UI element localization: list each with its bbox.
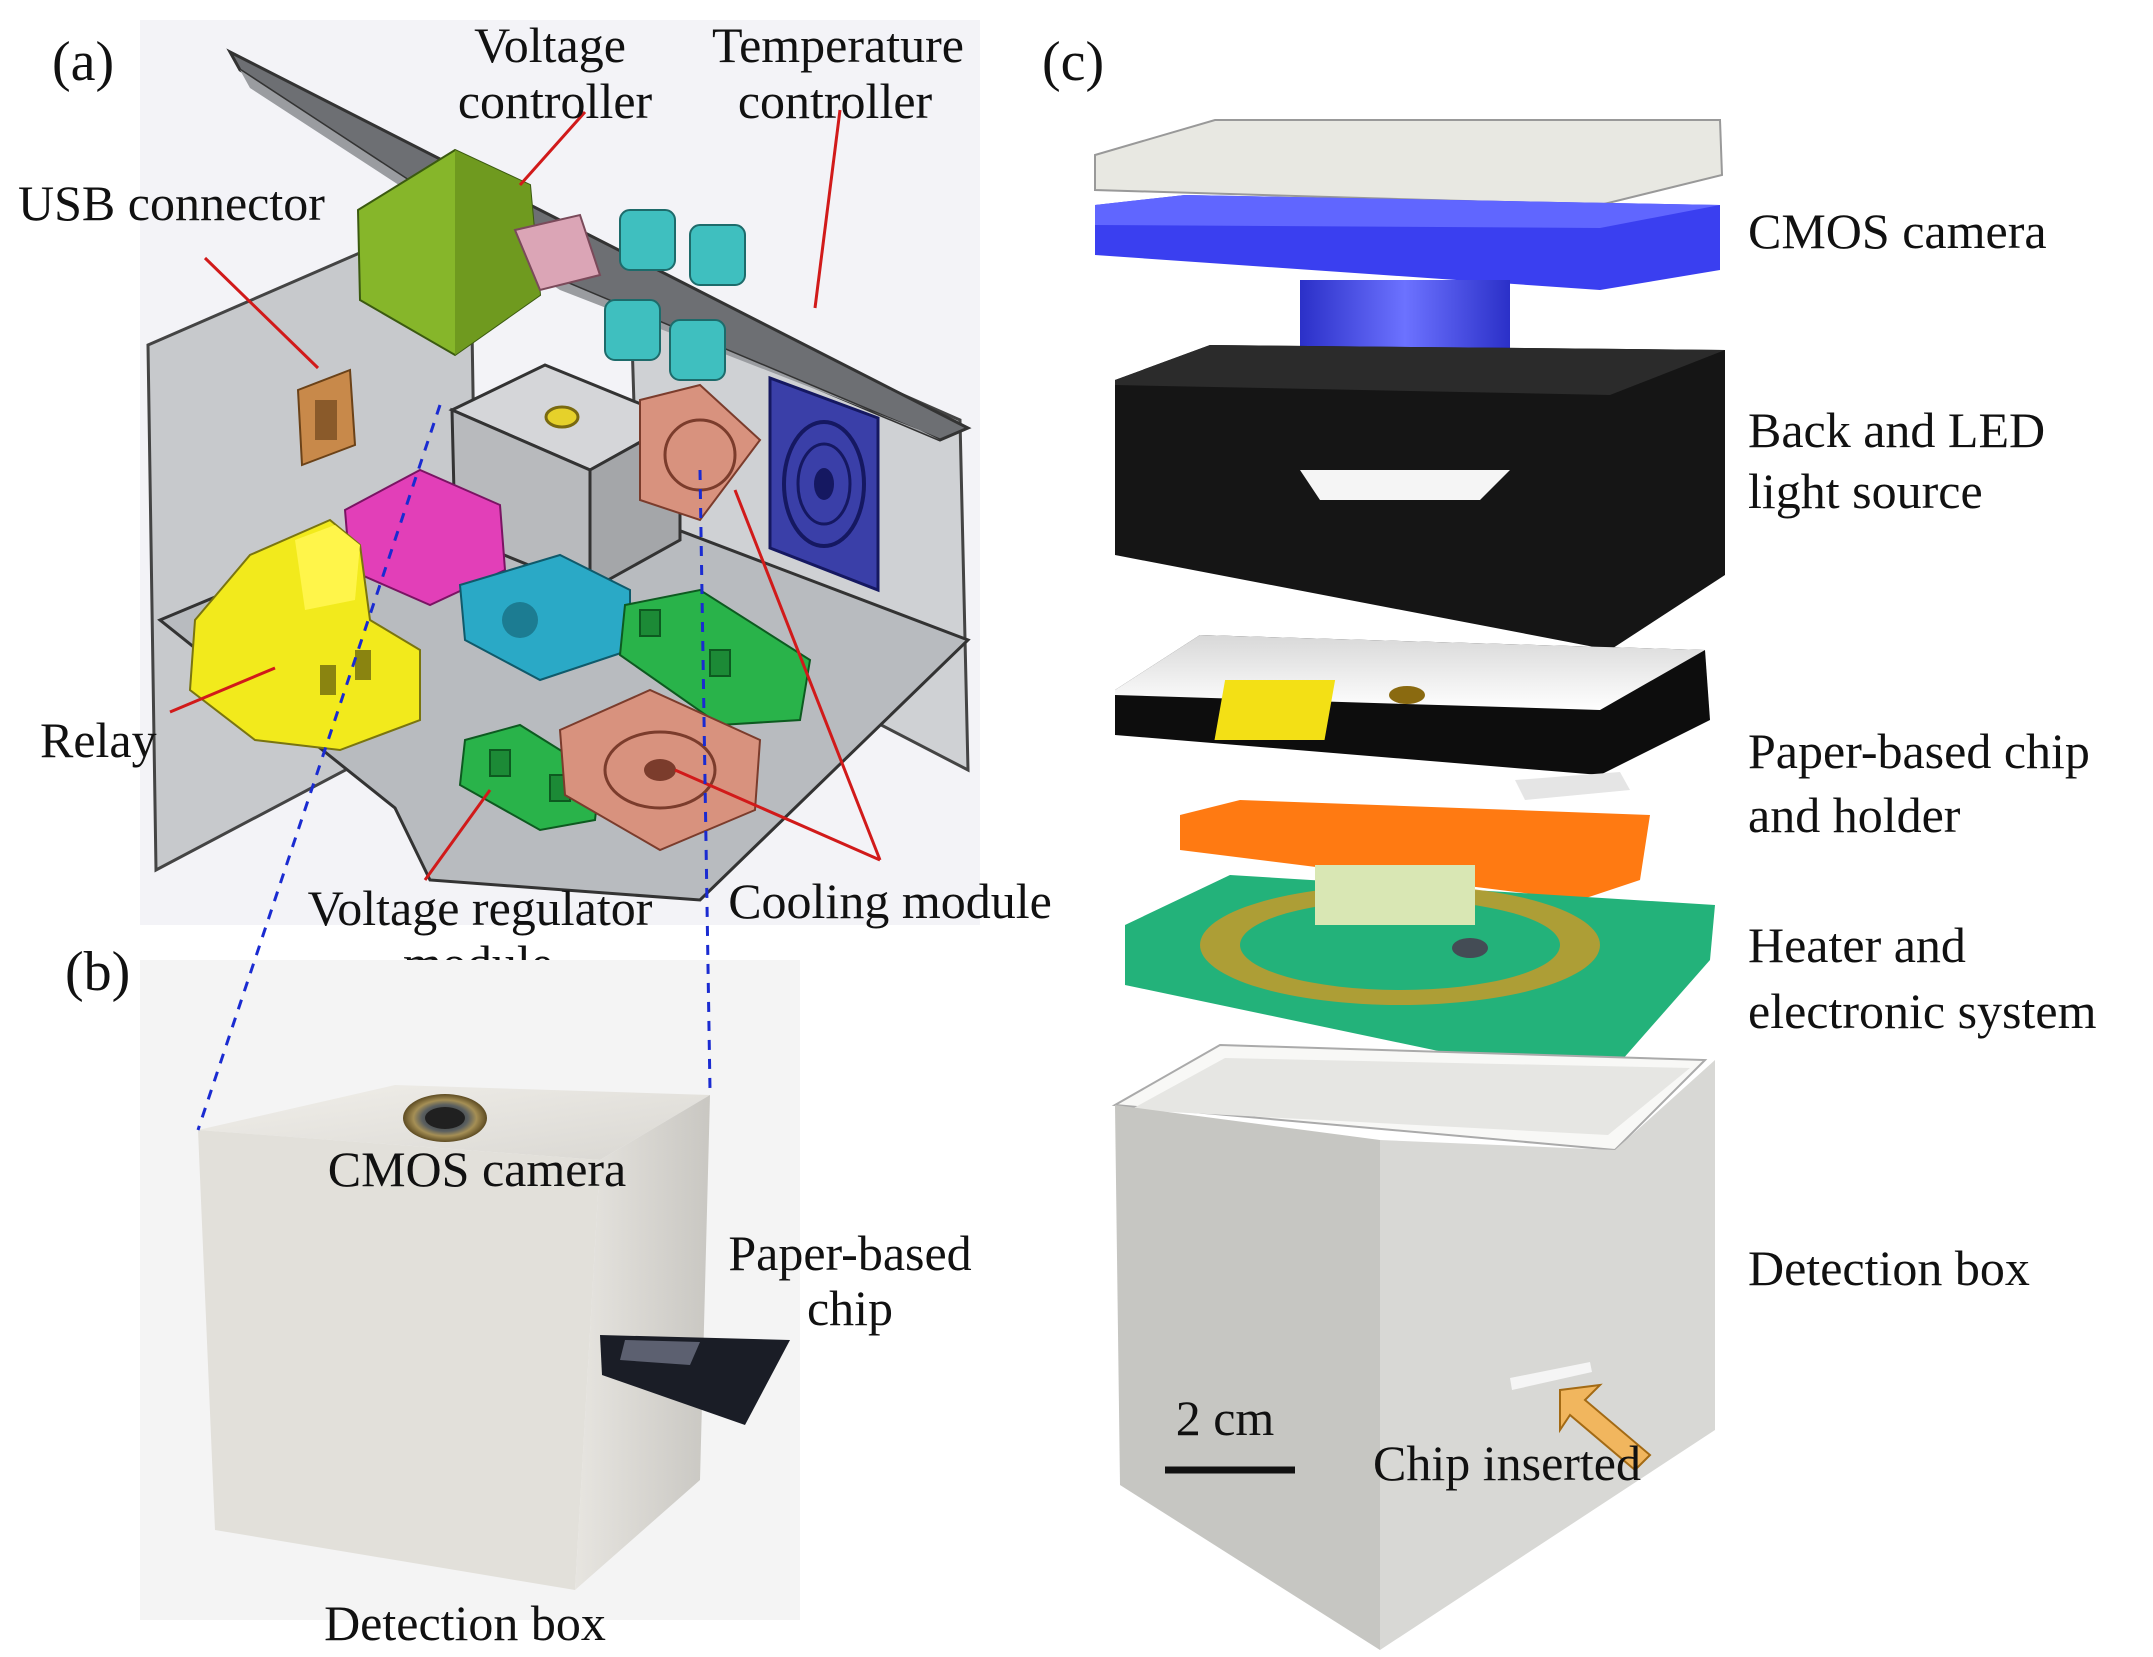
projection-line-right: [698, 469, 712, 1091]
detection-box-3d: [1111, 1043, 1715, 1650]
label-temperature-controller-line2: controller: [738, 73, 933, 129]
label-c-paper-holder-line2: and holder: [1748, 787, 1961, 843]
copper-fan-lower: [558, 688, 762, 852]
chip-holder: [1115, 635, 1710, 800]
label-c-heater-line1: Heater and: [1748, 917, 1966, 973]
label-b-cmos-camera: CMOS camera: [328, 1141, 627, 1197]
heater-board: [1125, 865, 1715, 1085]
chip-insert-arrow: [1559, 1383, 1652, 1472]
label-cooling-module: Cooling module: [728, 873, 1052, 929]
panel-b-letter: (b): [65, 941, 130, 1003]
projection-line-left: [196, 404, 442, 1131]
chip-slot: [1510, 1362, 1592, 1390]
green-pcb-boards: [458, 588, 812, 832]
panel-c-exploded-view: [1094, 119, 1725, 1650]
label-temperature-controller-line1: Temperature: [712, 17, 964, 73]
panel-c-letter: (c): [1042, 31, 1104, 93]
label-chip-inserted: Chip inserted: [1373, 1435, 1641, 1491]
blue-fan: [768, 375, 880, 593]
label-c-heater-line2: electronic system: [1748, 983, 2097, 1039]
label-scale-bar: 2 cm: [1176, 1390, 1275, 1446]
label-c-cmos-camera: CMOS camera: [1748, 203, 2047, 259]
label-b-paper-chip-line2: chip: [807, 1280, 893, 1336]
holder-yellow-chip: [1214, 680, 1336, 740]
panel-b-photo: [140, 404, 800, 1620]
panel-a-letter: (a): [52, 31, 114, 93]
label-b-detection-box: Detection box: [324, 1595, 606, 1651]
label-b-paper-chip-line1: Paper-based: [728, 1225, 971, 1281]
label-c-paper-holder-line1: Paper-based chip: [1748, 723, 2090, 779]
label-c-back-led-line1: Back and LED: [1748, 402, 2045, 458]
detection-box-front: [198, 1130, 600, 1590]
relay-block: [188, 518, 421, 752]
label-c-detection-box: Detection box: [1748, 1240, 2030, 1296]
usb-connector: [296, 368, 357, 467]
label-usb-connector: USB connector: [18, 175, 325, 231]
holder-orange-plate: [1180, 800, 1650, 900]
panel-a-leader-lines: [169, 109, 882, 881]
label-relay: Relay: [40, 712, 157, 768]
label-voltage-controller-line2: controller: [458, 73, 653, 129]
label-voltage-controller-line1: Voltage: [474, 17, 626, 73]
panel-a-illustration: [140, 20, 980, 925]
teal-component-cluster: [604, 209, 746, 381]
label-c-back-led-line2: light source: [1748, 463, 1983, 519]
camera-cover-plate: [1094, 119, 1724, 207]
label-voltage-regulator-line1: Voltage regulator: [308, 880, 653, 936]
light-source-box: [1115, 345, 1725, 650]
